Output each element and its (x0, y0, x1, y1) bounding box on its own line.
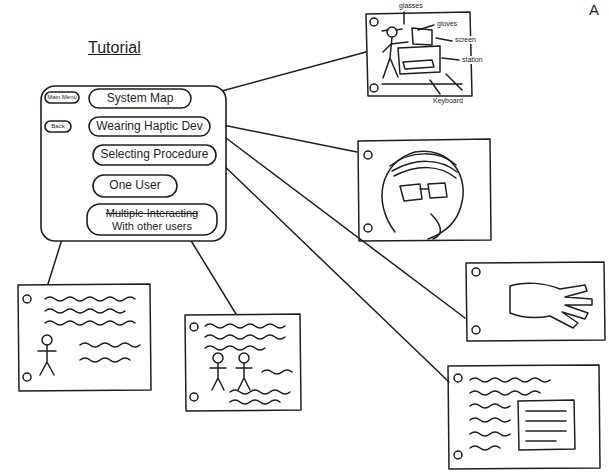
leader-line (218, 132, 465, 318)
button-label: Main Menu (47, 94, 77, 101)
menu-button: System Map (88, 88, 192, 109)
haptic-device-screen (358, 139, 491, 241)
button-label: Back (51, 123, 64, 130)
procedure-screen (470, 404, 510, 408)
button-outline (93, 145, 216, 165)
single-user-screen (23, 295, 31, 303)
single-user-screen (38, 345, 56, 375)
part-label: glasses (398, 2, 424, 10)
multi-user-screen (262, 370, 292, 374)
multi-user-screen (205, 335, 285, 339)
glove-screen (510, 283, 592, 328)
page-heading: Tutorial (88, 39, 141, 57)
glove-screen (466, 262, 605, 341)
workstation-sketch (404, 12, 459, 94)
workstation-sketch (412, 28, 432, 45)
multi-user-screen (190, 393, 198, 401)
multi-user-screen (205, 324, 285, 328)
part-label: station (461, 56, 484, 64)
button-outline (45, 121, 71, 132)
single-user-screen (45, 309, 125, 313)
haptic-device-screen (400, 183, 447, 201)
part-label: screen (454, 36, 477, 44)
haptic-device-screen (390, 154, 457, 178)
glove-screen (466, 262, 605, 341)
workstation-sketch (366, 12, 472, 96)
workstation-sketch (398, 46, 440, 74)
multi-user-screen (213, 353, 223, 363)
margin-note: A (588, 2, 600, 19)
haptic-device-screen (364, 224, 372, 232)
menu-button: Selecting Procedure (92, 144, 217, 166)
haptic-device-screen (358, 139, 491, 241)
procedure-screen (470, 418, 510, 422)
nav-button: Main Menu (44, 91, 80, 104)
menu-panel: TutorialMain MenuSystem MapBackWearing H… (40, 85, 227, 242)
procedure-screen (470, 432, 510, 436)
button-outline (45, 92, 79, 103)
workstation-sketch (366, 12, 472, 96)
procedure-screen (526, 411, 566, 441)
button-label: Selecting Procedure (100, 148, 208, 162)
multi-user-screen (185, 314, 301, 411)
procedure-screen (470, 391, 540, 395)
nav-button: Back (44, 120, 72, 133)
button-label: Multiple Interacting (106, 207, 198, 220)
glove-screen (472, 326, 480, 334)
button-outline (89, 117, 210, 136)
button-label: System Map (107, 92, 174, 106)
button-label: Wearing Haptic Dev (96, 120, 203, 134)
menu-button: Multiple InteractingWith other users (86, 203, 218, 236)
haptic-device-screen (382, 151, 463, 239)
haptic-device-screen (364, 151, 372, 159)
procedure-screen (454, 374, 462, 382)
workstation-sketch (370, 84, 378, 92)
haptic-device-screen (431, 214, 440, 239)
leader-line (48, 52, 465, 382)
single-user-screen (80, 358, 130, 362)
single-user-screen (80, 343, 140, 347)
button-label: One User (109, 179, 160, 193)
multi-user-screen (230, 400, 280, 404)
workstation-sketch (387, 27, 397, 37)
workstation-sketch (382, 29, 402, 31)
workstation-sketch (382, 74, 462, 90)
button-outline (93, 175, 177, 197)
part-label: Keyboard (432, 97, 464, 105)
procedure-screen (454, 451, 462, 459)
single-user-screen (18, 284, 151, 391)
single-user-screen (45, 321, 135, 325)
multi-user-screen (210, 363, 226, 390)
multi-user-screen (239, 353, 249, 363)
single-user-screen (45, 297, 135, 301)
multi-user-screen (190, 323, 198, 331)
workstation-sketch (403, 60, 434, 69)
button-outline (87, 204, 217, 235)
multi-user-screen (230, 390, 290, 394)
workstation-sketch (383, 37, 408, 78)
procedure-screen (518, 400, 575, 450)
part-label: gloves (436, 20, 458, 28)
multi-user-screen (185, 314, 301, 411)
multi-user-screen (205, 346, 265, 350)
button-outline (41, 86, 226, 241)
leader-line (190, 239, 236, 314)
procedure-screen (470, 378, 550, 382)
button-label: With other users (112, 220, 192, 233)
single-user-screen (23, 373, 31, 381)
menu-button: Wearing Haptic Dev (88, 116, 211, 137)
multi-user-screen (236, 363, 252, 390)
button-outline (89, 89, 191, 108)
single-user-screen (18, 284, 151, 391)
leader-line (216, 158, 449, 382)
procedure-screen (448, 365, 600, 469)
glove-screen (472, 268, 480, 276)
procedure-screen (448, 365, 600, 469)
workstation-sketch (370, 18, 378, 26)
menu-button: One User (92, 174, 178, 198)
procedure-screen (470, 446, 500, 450)
single-user-screen (42, 335, 52, 345)
